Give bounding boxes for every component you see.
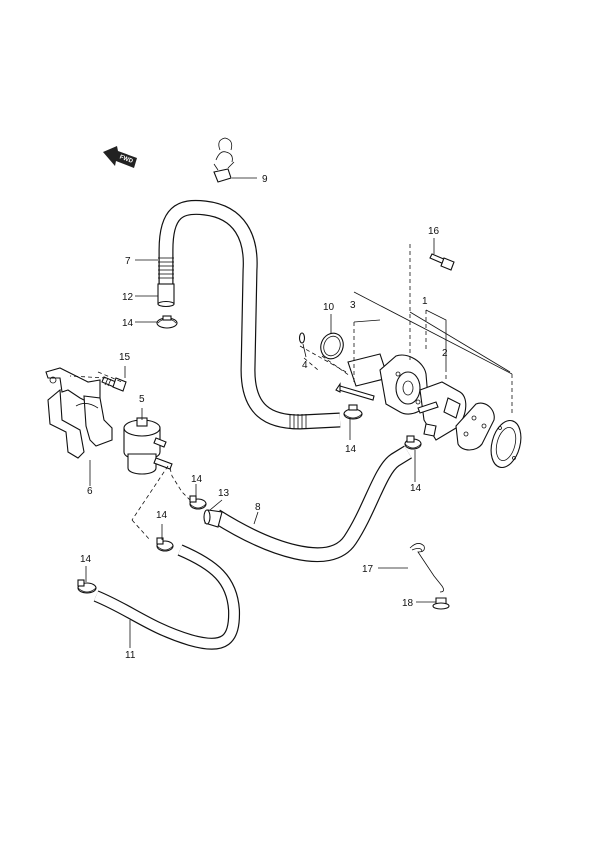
callout-12: 12 bbox=[122, 292, 134, 303]
clip-part-14-right bbox=[404, 435, 422, 450]
bolt-part-16 bbox=[429, 253, 455, 271]
clip-part-14-mid bbox=[189, 495, 207, 510]
clip-part-14-pump bbox=[343, 404, 363, 420]
callout-4: 4 bbox=[302, 360, 308, 371]
o-ring-part-10 bbox=[320, 332, 344, 360]
fuel-pump-assembly-part-1 bbox=[347, 353, 495, 451]
callout-7: 7 bbox=[125, 256, 131, 267]
callout-14-left: 14 bbox=[80, 554, 92, 565]
callout-8: 8 bbox=[255, 502, 261, 513]
clip-part-14-left bbox=[77, 579, 97, 594]
fwd-arrow-icon: FWD bbox=[103, 146, 137, 168]
callout-14-upper: 14 bbox=[122, 318, 134, 329]
fuel-hose-part-8 bbox=[212, 445, 412, 563]
fuel-hose-part-11 bbox=[93, 544, 241, 650]
pin-part-4 bbox=[298, 332, 306, 344]
callout-18: 18 bbox=[402, 598, 414, 609]
fwd-arrow-text: FWD bbox=[119, 155, 135, 166]
callout-13: 13 bbox=[218, 488, 230, 499]
fuel-filter-part-5 bbox=[123, 417, 173, 475]
callout-15: 15 bbox=[119, 352, 131, 363]
callout-5: 5 bbox=[139, 394, 145, 405]
callout-3: 3 bbox=[350, 300, 356, 311]
leader-lines bbox=[85, 177, 436, 648]
fuel-hose-part-7 bbox=[158, 199, 341, 430]
bolt-part-15 bbox=[101, 376, 127, 392]
connector-part-13 bbox=[203, 509, 223, 528]
hose-end-part-12 bbox=[157, 283, 175, 308]
callout-1: 1 bbox=[422, 296, 428, 307]
assembly-dashed-lines bbox=[69, 244, 513, 541]
screw-part-18 bbox=[432, 597, 450, 610]
hose-clip-part-9 bbox=[213, 137, 235, 183]
callout-16: 16 bbox=[428, 226, 440, 237]
callout-17: 17 bbox=[362, 564, 374, 575]
callout-14-low: 14 bbox=[156, 510, 168, 521]
bracket-part-6 bbox=[45, 367, 113, 459]
group-bracket-lines bbox=[353, 291, 513, 375]
callout-2: 2 bbox=[442, 348, 448, 359]
callout-14-right: 14 bbox=[410, 483, 422, 494]
callout-6: 6 bbox=[87, 486, 93, 497]
callout-9: 9 bbox=[262, 174, 268, 185]
callout-labels: 1 2 3 4 5 6 7 8 9 10 11 12 13 14 14 14 1… bbox=[80, 174, 448, 661]
callout-14-mid: 14 bbox=[191, 474, 203, 485]
callout-10: 10 bbox=[323, 302, 335, 313]
clip-part-14-upper bbox=[156, 315, 178, 329]
screw-part-3 bbox=[335, 382, 375, 401]
clip-pin-part-17 bbox=[409, 543, 444, 593]
clip-part-14-low bbox=[156, 537, 174, 552]
callout-11: 11 bbox=[125, 650, 136, 661]
callout-14-pump: 14 bbox=[345, 444, 357, 455]
gasket-part-2 bbox=[490, 419, 522, 469]
